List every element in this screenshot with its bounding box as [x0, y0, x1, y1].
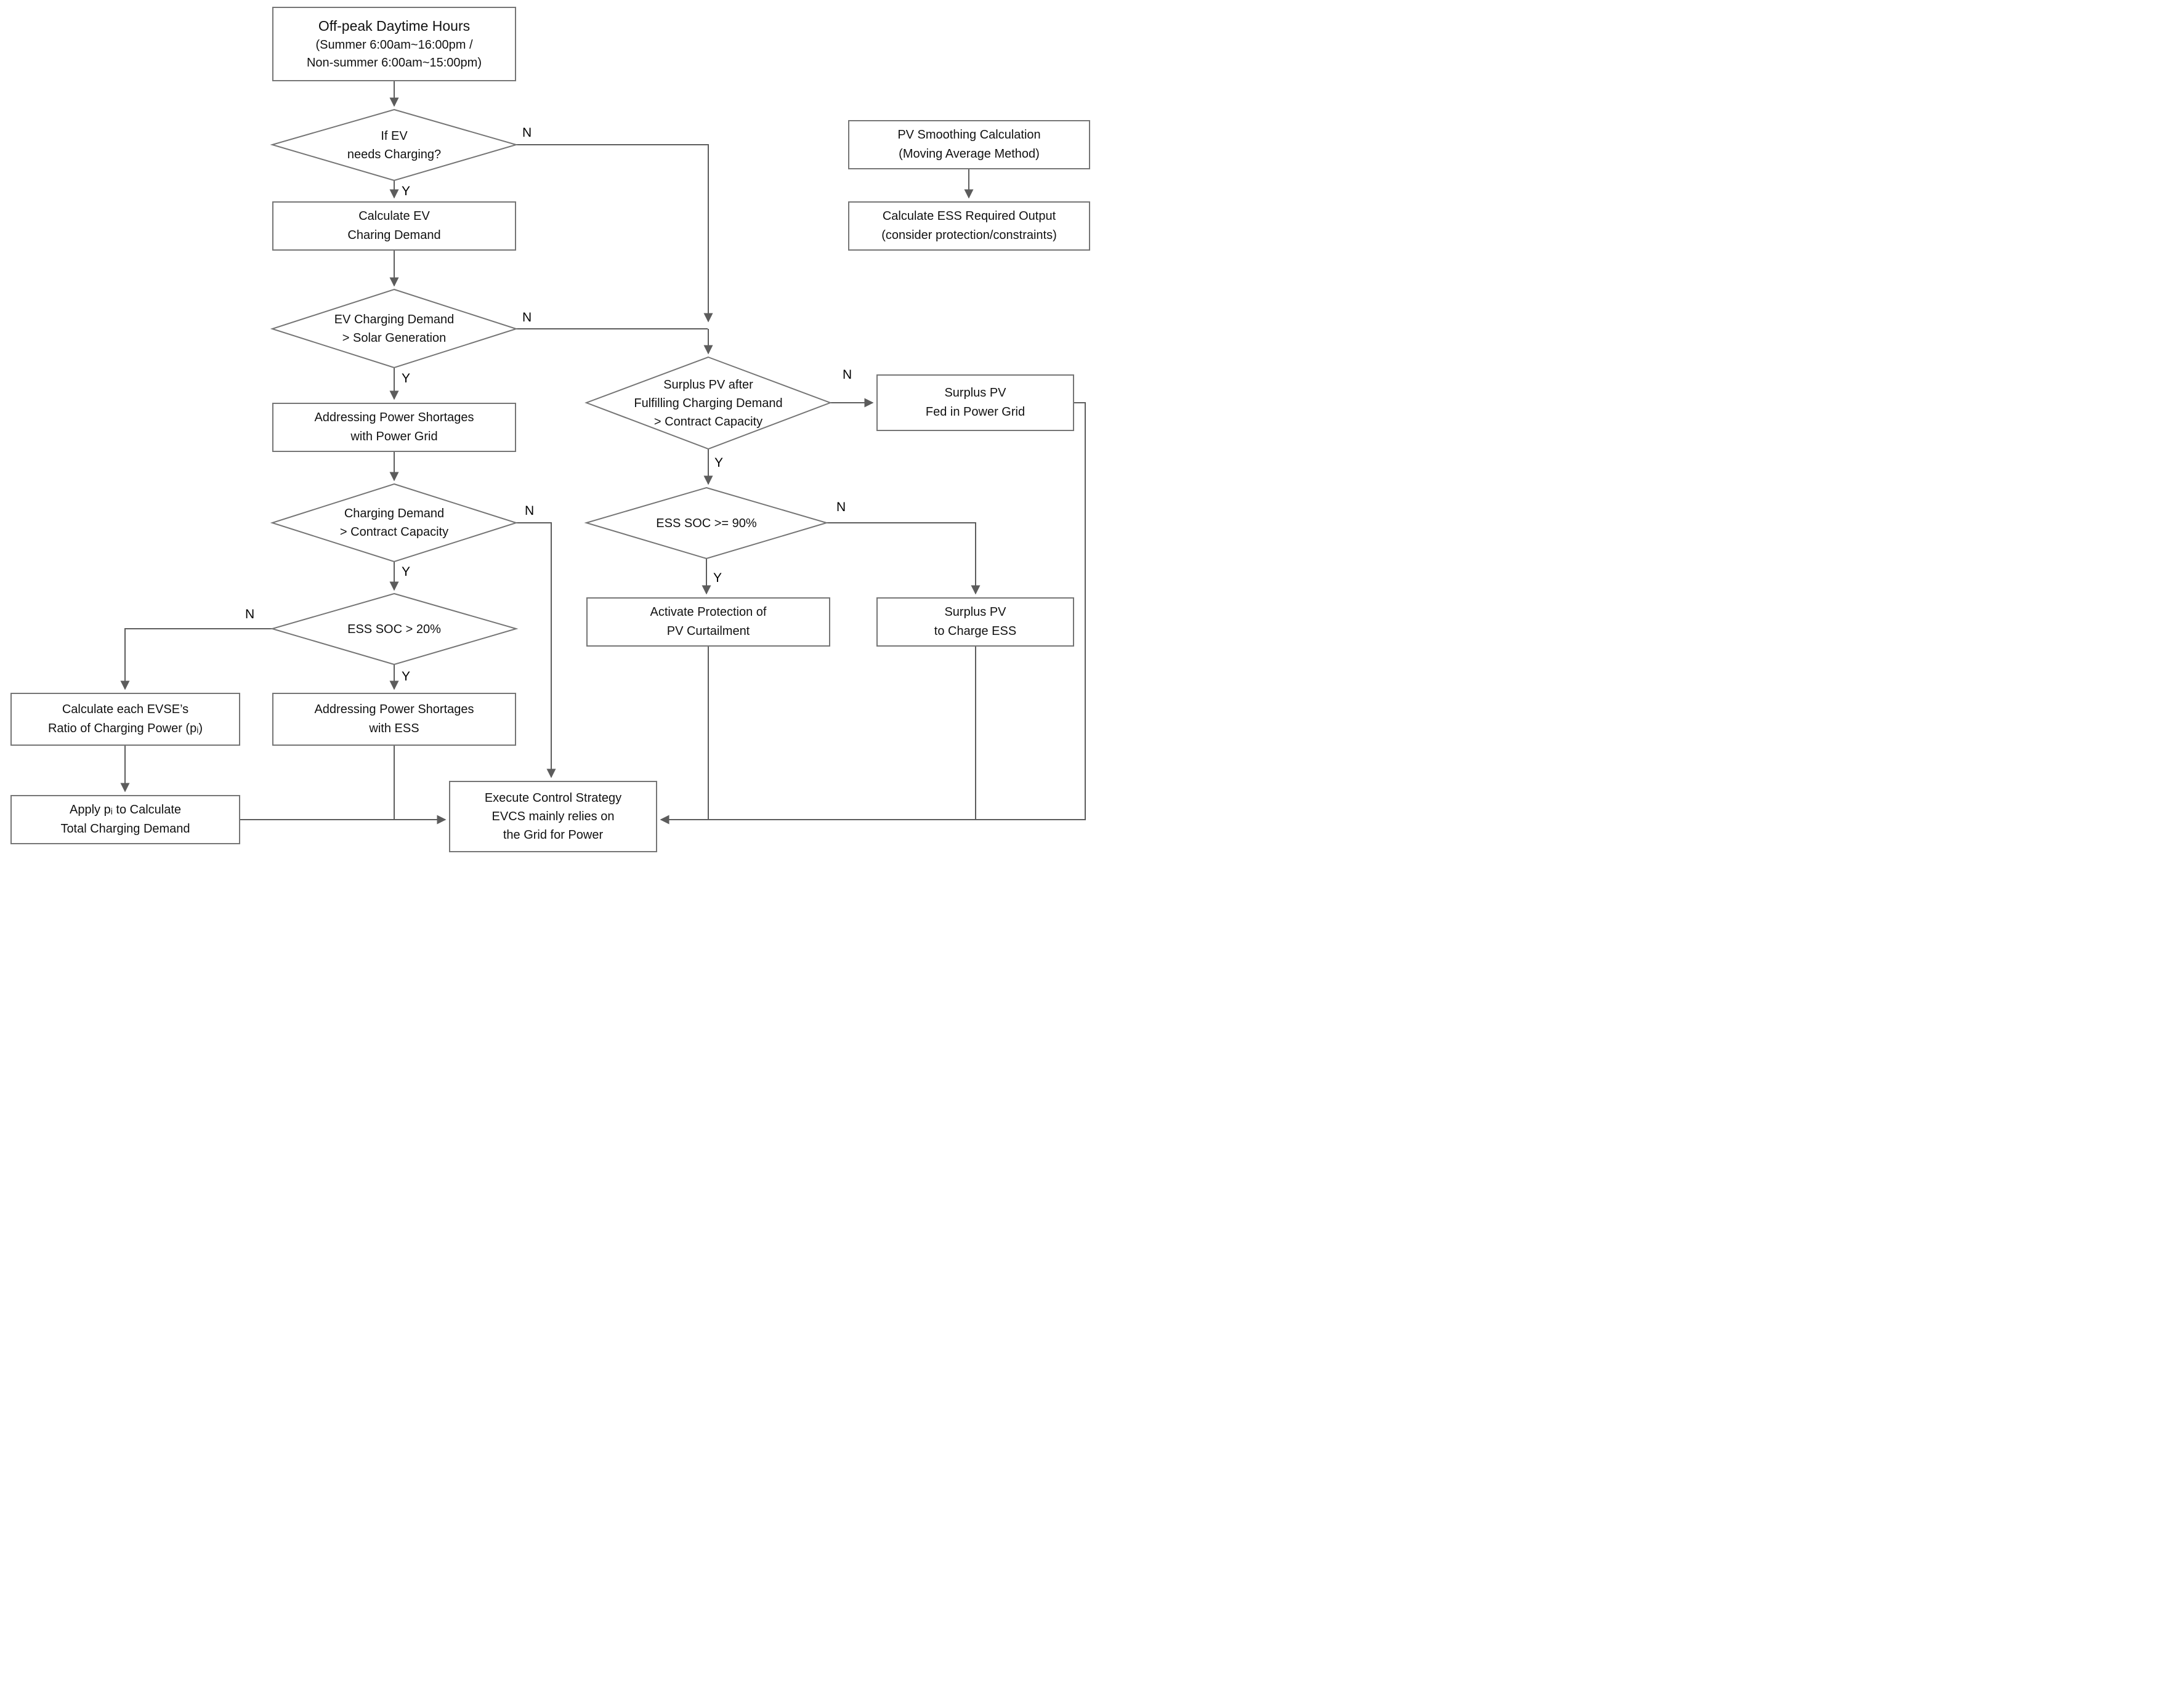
node-calc-ev-demand: Calculate EV Charing Demand: [272, 201, 516, 251]
edge-soc20-no: [120, 628, 272, 690]
text-line: Calculate ESS Required Output: [882, 209, 1056, 223]
node-evse-ratio: Calculate each EVSE’s Ratio of Charging …: [10, 693, 240, 746]
text-line: Surplus PV after: [663, 377, 753, 392]
decision-ess-soc-90: ESS SOC >= 90%: [586, 488, 827, 559]
branch-label-no: N: [245, 607, 255, 621]
node-surplus-charge-ess: Surplus PV to Charge ESS: [876, 597, 1074, 647]
branch-label-yes: Y: [402, 371, 411, 385]
text-line: Charging Demand: [344, 507, 445, 520]
text-line: Addressing Power Shortages: [314, 703, 474, 716]
node-shortage-grid: Addressing Power Shortages with Power Gr…: [272, 403, 516, 452]
decision-soc20-shape: [270, 592, 519, 666]
node-surplus-fed-grid: Surplus PV Fed in Power Grid: [876, 374, 1074, 431]
text-line: ESS SOC > 20%: [347, 622, 441, 636]
text-line: with Power Grid: [350, 430, 438, 443]
decision-ev-needs-charging: If EV needs Charging?: [272, 110, 516, 180]
edge-ev-check-no: [516, 144, 713, 323]
node-start-sub2: Non-summer 6:00am~15:00pm): [306, 56, 482, 70]
node-start: Off-peak Daytime Hours (Summer 6:00am~16…: [272, 7, 516, 81]
text-line: EVCS mainly relies on: [491, 810, 615, 823]
node-pv-smoothing: PV Smoothing Calculation (Moving Average…: [848, 120, 1090, 169]
text-line: PV Curtailment: [666, 624, 750, 638]
branch-label-yes: Y: [402, 184, 411, 198]
text-line: PV Smoothing Calculation: [897, 128, 1041, 142]
text-line: EV Charging Demand: [334, 312, 455, 326]
branch-label-yes: Y: [402, 565, 411, 579]
branch-label-yes: Y: [714, 456, 724, 470]
decision-soc90-shape: [584, 486, 829, 560]
node-pv-curtailment: Activate Protection of PV Curtailment: [586, 597, 830, 647]
decision-shapes: [270, 108, 832, 666]
branch-label-no: N: [836, 500, 846, 514]
node-ess-required-output: Calculate ESS Required Output (consider …: [848, 201, 1090, 251]
text-line: Charing Demand: [347, 228, 441, 242]
text-line: (Moving Average Method): [899, 147, 1040, 161]
text-line: with ESS: [369, 722, 419, 735]
edge-soc90-no: [827, 522, 981, 595]
text-line: needs Charging?: [347, 147, 442, 161]
text-line: If EV: [381, 129, 408, 143]
text-line: to Charge ESS: [934, 624, 1017, 638]
connector-layer: [120, 81, 1086, 825]
decision-ess-soc-20: ESS SOC > 20%: [272, 594, 516, 664]
decision-demand-gt-contract: Charging Demand > Contract Capacity: [272, 484, 516, 562]
text-line: Surplus PV: [944, 605, 1006, 619]
text-line: Calculate each EVSE’s: [62, 703, 189, 716]
text-line: the Grid for Power: [503, 828, 604, 842]
edge-fed-grid-loop-to-execute: [660, 402, 1086, 825]
branch-label-yes: Y: [402, 669, 411, 684]
text-line: Ratio of Charging Power (pᵢ): [47, 722, 203, 735]
branch-label-no: N: [843, 368, 852, 382]
decision-surplus-shape: [584, 356, 832, 450]
node-shortage-ess: Addressing Power Shortages with ESS: [272, 693, 516, 746]
branch-label-no: N: [522, 126, 532, 140]
text-line: Fed in Power Grid: [925, 405, 1025, 419]
text-line: Apply pᵢ to Calculate: [69, 803, 182, 817]
node-apply-pi: Apply pᵢ to Calculate Total Charging Dem…: [10, 795, 240, 844]
branch-label-yes: Y: [713, 571, 722, 585]
text-line: Surplus PV: [944, 386, 1006, 400]
text-line: > Contract Capacity: [653, 414, 763, 429]
decision-surplus-pv: Surplus PV after Fulfilling Charging Dem…: [586, 357, 830, 449]
text-line: Activate Protection of: [650, 605, 767, 619]
text-line: (consider protection/constraints): [881, 228, 1057, 242]
branch-label-no: N: [522, 310, 532, 325]
text-line: Execute Control Strategy: [484, 791, 622, 805]
decision-demand-gt-solar: EV Charging Demand > Solar Generation: [272, 289, 516, 368]
decision-demand-solar-shape: [270, 288, 519, 369]
node-execute-strategy: Execute Control Strategy EVCS mainly rel…: [449, 781, 657, 852]
branch-label-no: N: [525, 504, 535, 518]
edge-demand-contract-no: [516, 522, 556, 778]
text-line: ESS SOC >= 90%: [656, 516, 757, 530]
text-line: Fulfilling Charging Demand: [634, 396, 783, 410]
text-line: > Contract Capacity: [339, 525, 449, 539]
text-line: > Solar Generation: [342, 331, 447, 345]
decision-ev-needs-shape: [270, 108, 519, 182]
text-line: Addressing Power Shortages: [314, 411, 474, 424]
node-start-title: Off-peak Daytime Hours: [318, 17, 471, 34]
text-line: Calculate EV: [358, 209, 430, 223]
flowchart-canvas: Off-peak Daytime Hours (Summer 6:00am~16…: [0, 0, 1092, 854]
node-start-sub1: (Summer 6:00am~16:00pm /: [315, 38, 473, 52]
decision-demand-contract-shape: [270, 483, 519, 563]
text-line: Total Charging Demand: [60, 822, 190, 836]
edges: [120, 81, 1086, 825]
